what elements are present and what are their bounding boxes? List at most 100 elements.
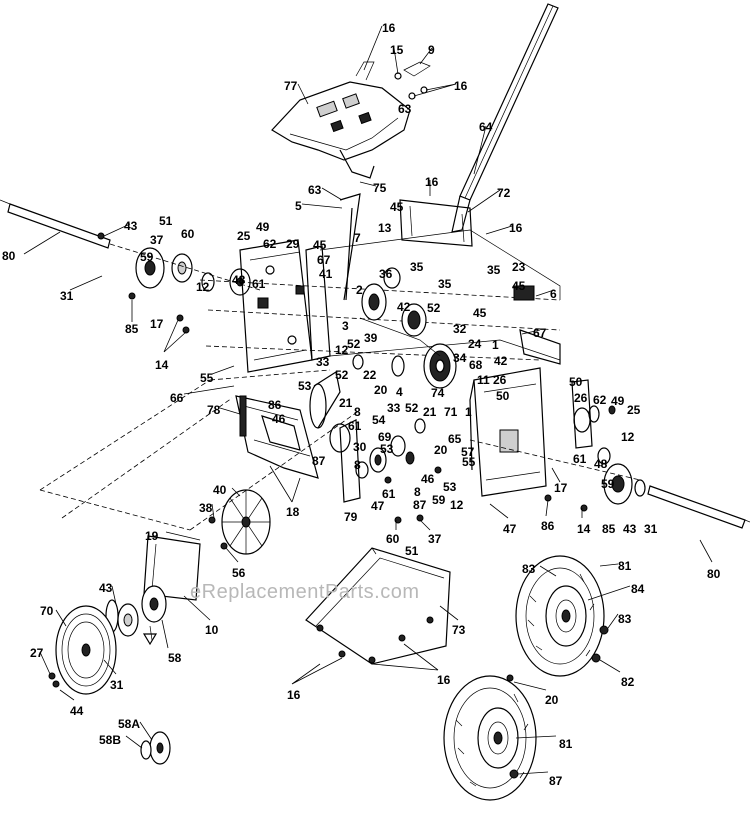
callout-label: 72: [497, 186, 511, 200]
callout-label: 52: [347, 337, 361, 351]
callout-label: 35: [410, 260, 424, 274]
callout-label: 61: [573, 452, 587, 466]
callout-label: 10: [205, 623, 219, 637]
callout-label: 23: [512, 260, 526, 274]
callout-label: 34: [453, 351, 467, 365]
callout-label: 12: [450, 498, 464, 512]
callout-label: 67: [533, 326, 547, 340]
callout-label: 78: [207, 403, 221, 417]
tire-lower: [443, 674, 537, 801]
left-pulley-bracket: [105, 535, 201, 646]
callout-label: 29: [286, 237, 300, 251]
callout-label: 64: [479, 120, 493, 134]
callout-label: 86: [541, 519, 555, 533]
callout-label: 20: [374, 383, 388, 397]
handle-bar: [451, 3, 559, 233]
callout-label: 16: [509, 221, 523, 235]
callout-label: 39: [364, 331, 378, 345]
callout-label: 63: [308, 183, 322, 197]
callout-label: 21: [423, 405, 437, 419]
callout-label: 44: [70, 704, 84, 718]
callout-label: 59: [140, 250, 154, 264]
callout-label: 8: [414, 485, 421, 499]
callout-label: 17: [554, 481, 568, 495]
callout-label: 68: [469, 358, 483, 372]
callout-label: 59: [432, 493, 446, 507]
callout-label: 12: [621, 430, 635, 444]
callout-label: 13: [378, 221, 392, 235]
callout-label: 55: [462, 455, 476, 469]
callout-label: 43: [99, 581, 113, 595]
callout-label: 85: [602, 522, 616, 536]
callout-label: 42: [397, 300, 411, 314]
callout-label: 6: [550, 287, 557, 301]
callout-label: 21: [339, 396, 353, 410]
callout-label: 8: [354, 405, 361, 419]
handle-bracket: [399, 199, 473, 247]
callout-label: 73: [452, 623, 466, 637]
callout-label: 4: [396, 385, 403, 399]
base-frame-outline: [39, 369, 361, 531]
callout-label: 45: [512, 279, 526, 293]
callout-label: 30: [353, 440, 367, 454]
callout-label: 12: [196, 280, 210, 294]
callout-label: 55: [200, 371, 214, 385]
callout-label: 52: [335, 368, 349, 382]
callout-label: 37: [150, 233, 164, 247]
callout-label: 53: [380, 442, 394, 456]
callout-label: 86: [268, 398, 282, 412]
callout-label: 58B: [99, 733, 121, 747]
callout-label: 60: [386, 532, 400, 546]
right-axle: [647, 485, 750, 529]
right-housing: [469, 285, 561, 497]
callout-label: 42: [494, 354, 508, 368]
callout-label: 1: [465, 405, 472, 419]
callout-label: 84: [631, 582, 645, 596]
callout-label: 82: [621, 675, 635, 689]
callout-label: 8: [354, 458, 361, 472]
callout-label: 7: [354, 231, 361, 245]
callout-label: 61: [252, 277, 266, 291]
callout-label: 58: [168, 651, 182, 665]
callout-label: 52: [405, 401, 419, 415]
callout-label: 43: [124, 219, 138, 233]
callout-label: 14: [577, 522, 591, 536]
callout-label: 81: [618, 559, 632, 573]
callout-label: 27: [30, 646, 44, 660]
callout-label: 16: [382, 21, 396, 35]
callout-label: 80: [707, 567, 721, 581]
callout-label: 48: [232, 273, 246, 287]
callout-label: 83: [618, 612, 632, 626]
left-hub: [97, 232, 261, 334]
right-hub: [469, 379, 646, 512]
callout-label: 79: [344, 510, 358, 524]
bearing-58: [140, 731, 171, 765]
tire-upper: [515, 555, 609, 677]
callout-label: 20: [545, 693, 559, 707]
leader-lines: [23, 25, 713, 775]
callout-label: 53: [443, 480, 457, 494]
callout-label: 45: [313, 238, 327, 252]
callout-label: 45: [390, 200, 404, 214]
callout-label: 83: [522, 562, 536, 576]
callout-label: 2: [356, 283, 363, 297]
callout-label: 26: [493, 373, 507, 387]
callout-label: 65: [448, 432, 462, 446]
callout-label: 87: [312, 454, 326, 468]
callout-label: 59: [601, 477, 615, 491]
callout-label: 51: [405, 544, 419, 558]
callout-label: 56: [232, 566, 246, 580]
callout-label: 25: [237, 229, 251, 243]
callout-label: 33: [316, 355, 330, 369]
callout-label: 35: [438, 277, 452, 291]
callout-label: 18: [286, 505, 300, 519]
callout-label: 57: [461, 445, 475, 459]
callout-label: 87: [413, 498, 427, 512]
callout-label: 26: [574, 391, 588, 405]
impeller: [208, 489, 271, 555]
callout-label: 70: [40, 604, 54, 618]
callout-label: 60: [181, 227, 195, 241]
callout-label: 16: [425, 175, 439, 189]
callout-label: 50: [569, 375, 583, 389]
